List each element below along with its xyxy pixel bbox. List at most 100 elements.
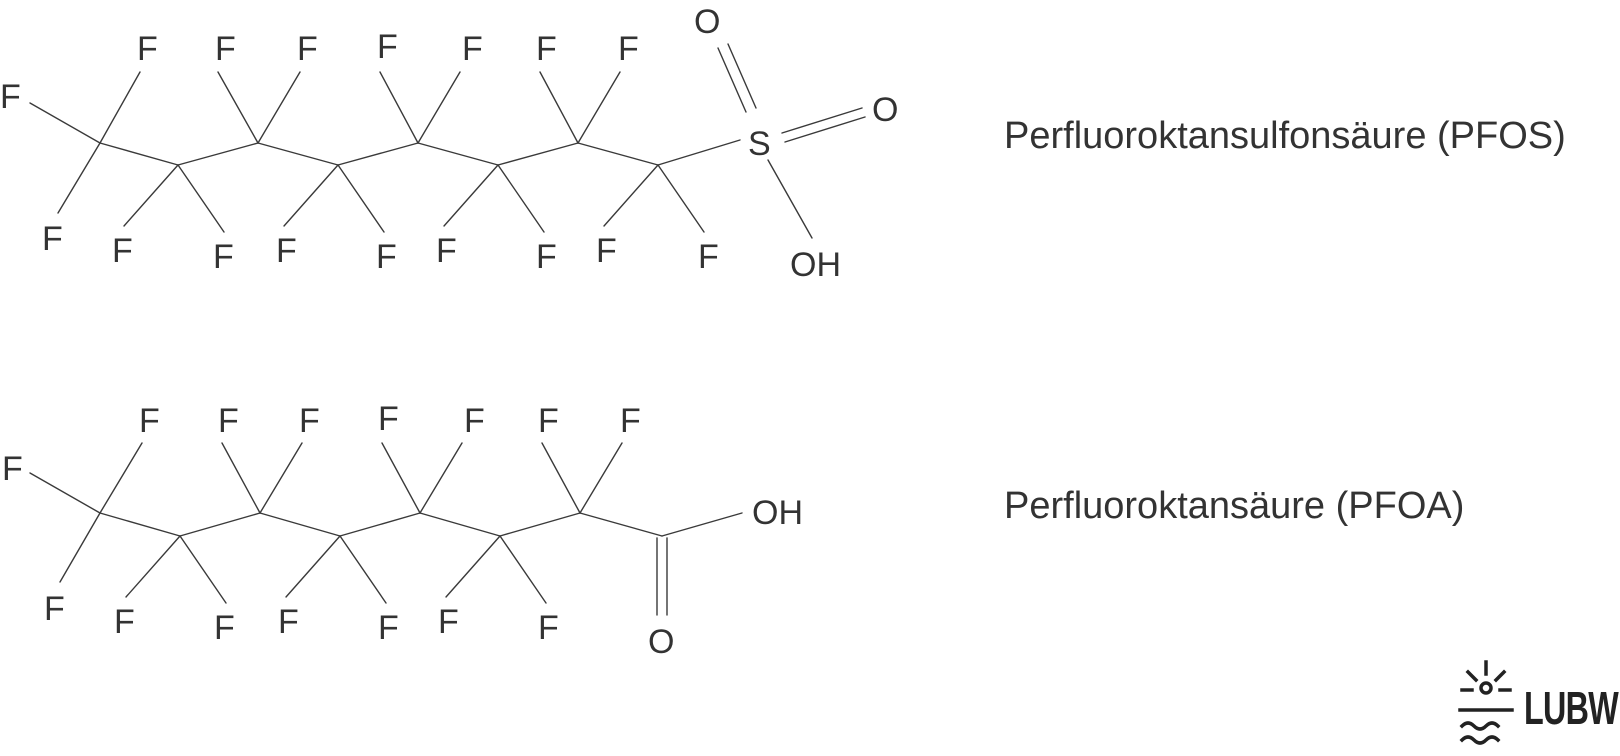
- bond: [579, 512, 663, 537]
- bond: [577, 71, 621, 144]
- bond: [539, 71, 579, 144]
- pfoa-structure: F F F F F F F F F F F F F F F OH O: [2, 400, 803, 661]
- bond: [59, 512, 101, 583]
- fluorine-atom: F: [42, 220, 63, 258]
- bond: [283, 164, 339, 227]
- bond: [99, 442, 143, 514]
- bond: [179, 512, 261, 537]
- bond: [419, 442, 463, 514]
- bond: [499, 535, 547, 604]
- fluorine-atom: F: [378, 609, 399, 647]
- bond: [29, 472, 101, 514]
- bond: [99, 512, 181, 537]
- bond: [445, 535, 501, 598]
- bond: [337, 164, 385, 233]
- bond: [577, 142, 659, 166]
- bond: [99, 142, 179, 166]
- bond: [541, 442, 581, 514]
- fluorine-atom: F: [378, 400, 399, 438]
- bond: [417, 71, 461, 144]
- lubw-logo: LUBW: [1458, 660, 1620, 745]
- fluorine-atom: F: [139, 402, 160, 440]
- fluorine-atom: F: [0, 78, 21, 116]
- oxygen-atom: O: [648, 623, 674, 661]
- pfos-structure: F F F F F F F F F F F F F F F F F S O O …: [0, 3, 898, 284]
- bond: [285, 535, 341, 598]
- double-bond: [784, 116, 866, 143]
- pfoa-name: Perfluoroktansäure (PFOA): [1004, 485, 1464, 527]
- bond: [499, 512, 581, 537]
- fluorine-atom: F: [213, 238, 234, 276]
- bond: [339, 535, 387, 604]
- fluorine-atom: F: [618, 30, 639, 68]
- fluorine-atom: F: [538, 609, 559, 647]
- fluorine-atom: F: [137, 30, 158, 68]
- double-bond: [727, 43, 757, 109]
- lubw-wordmark: LUBW: [1524, 682, 1619, 734]
- fluorine-atom: F: [218, 402, 239, 440]
- hydroxyl-group: OH: [752, 494, 803, 532]
- bond: [217, 71, 259, 144]
- sulfur-atom: S: [748, 125, 771, 163]
- bond: [337, 142, 419, 166]
- bond: [177, 142, 259, 166]
- fluorine-atom: F: [215, 30, 236, 68]
- bond: [767, 159, 813, 239]
- double-bond: [717, 47, 747, 113]
- bond: [221, 442, 261, 514]
- fluorine-atom: F: [377, 28, 398, 66]
- fluorine-atom: F: [464, 402, 485, 440]
- bond: [381, 442, 421, 514]
- fluorine-atom: F: [538, 402, 559, 440]
- bond: [125, 535, 181, 598]
- bond: [497, 164, 545, 233]
- bond: [443, 164, 499, 227]
- fluorine-atom: F: [112, 232, 133, 270]
- fluorine-atom: F: [536, 238, 557, 276]
- hydroxyl-group: OH: [790, 246, 841, 284]
- bond: [339, 512, 421, 537]
- fluorine-atom: F: [214, 609, 235, 647]
- fluorine-atom: F: [2, 450, 23, 488]
- bond: [259, 512, 341, 537]
- fluorine-atom: F: [44, 590, 65, 628]
- bond: [603, 164, 659, 227]
- fluorine-atom: F: [299, 402, 320, 440]
- fluorine-atom: F: [438, 603, 459, 641]
- fluorine-atom: F: [536, 30, 557, 68]
- sun-wave-icon: [1458, 660, 1514, 745]
- double-bond: [781, 107, 863, 134]
- bond: [29, 102, 101, 144]
- bond: [259, 442, 303, 514]
- bond: [57, 142, 101, 214]
- fluorine-atom: F: [278, 603, 299, 641]
- oxygen-atom: O: [872, 91, 898, 129]
- bond: [257, 71, 301, 144]
- fluorine-atom: F: [462, 30, 483, 68]
- bond: [579, 442, 623, 514]
- bond: [177, 164, 225, 233]
- bond: [99, 71, 141, 144]
- fluorine-atom: F: [436, 232, 457, 270]
- bond: [257, 142, 339, 166]
- bond: [419, 512, 501, 537]
- bond: [123, 164, 179, 227]
- bond: [179, 535, 227, 604]
- fluorine-atom: F: [698, 238, 719, 276]
- oxygen-atom: O: [694, 3, 720, 41]
- fluorine-atom: F: [596, 232, 617, 270]
- fluorine-atom: F: [376, 238, 397, 276]
- fluorine-atom: F: [276, 232, 297, 270]
- bond: [497, 142, 579, 166]
- pfos-name: Perfluoroktansulfonsäure (PFOS): [1004, 115, 1566, 157]
- bond: [417, 142, 499, 166]
- bond: [657, 164, 705, 233]
- bond: [379, 71, 419, 144]
- fluorine-atom: F: [114, 603, 135, 641]
- fluorine-atom: F: [297, 30, 318, 68]
- bond: [661, 512, 743, 537]
- fluorine-atom: F: [620, 402, 641, 440]
- bond: [657, 139, 741, 166]
